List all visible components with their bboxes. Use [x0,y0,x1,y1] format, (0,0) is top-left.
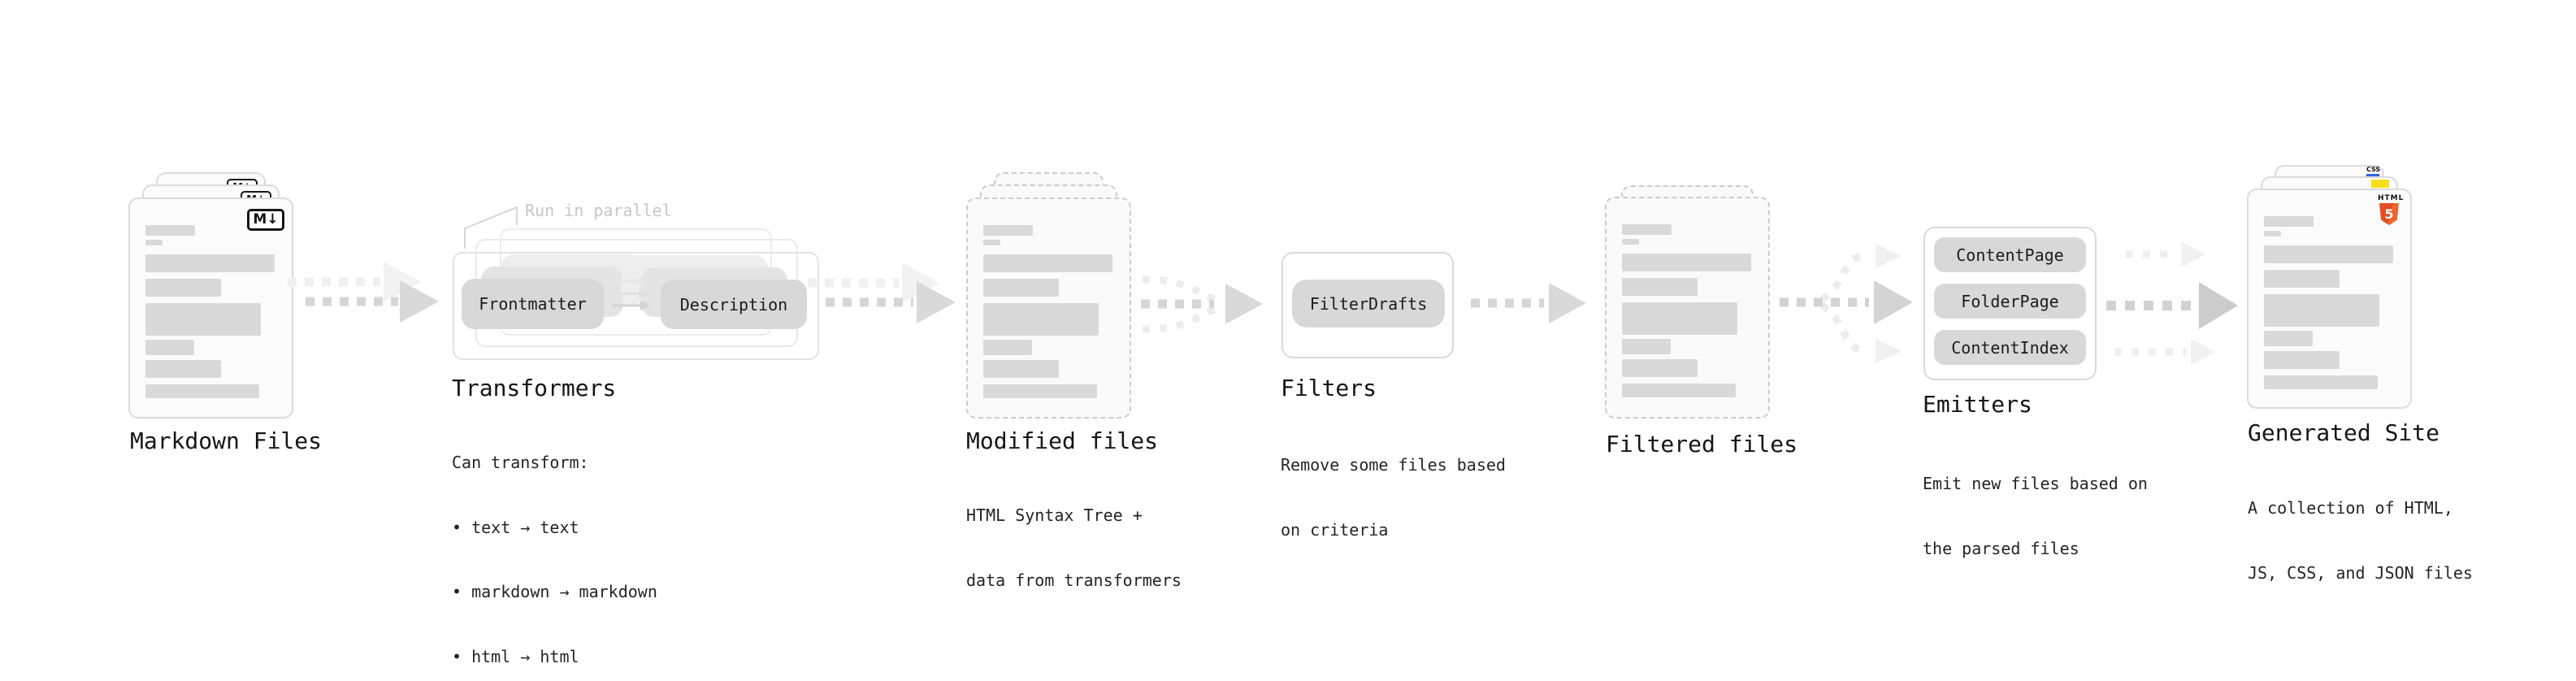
stage-title-transformers: Transformers [452,375,617,401]
skeleton-line [1622,254,1752,271]
skeleton-line [2264,331,2313,346]
skeleton-line [145,340,194,355]
modified-file-card-front [966,197,1131,419]
skeleton-line [983,384,1098,398]
skeleton-line [2264,351,2340,369]
body-line: A collection of HTML, [2248,498,2453,518]
stage-title-filters: Filters [1281,375,1377,401]
skeleton-line [1622,239,1639,245]
arrow-transformers-to-modified [808,262,956,323]
skeleton-line [1622,302,1737,335]
skeleton-line [983,303,1099,336]
body-line: Emit new files based on [1923,474,2148,493]
body-line: Can transform: [452,453,589,472]
skeleton-line [2264,375,2379,389]
generated-file-card-front: HTML 5 [2247,189,2412,409]
skeleton-line [145,360,222,378]
skeleton-line [983,279,1060,297]
arrow-filtered-to-emitters [1780,244,1913,363]
skeleton-line [2264,270,2340,288]
filters-panel: FilterDrafts [1281,252,1454,358]
stage-title-generated-site: Generated Site [2248,419,2440,446]
filtered-file-card-front [1605,197,1770,419]
body-line: the parsed files [1923,538,2079,558]
skeleton-line [983,240,1000,245]
file-content-skeleton [130,199,292,398]
skeleton-line [1622,384,1737,397]
contentindex-pill: ContentIndex [1934,330,2086,365]
body-line: JS, CSS, and JSON files [2248,562,2473,583]
javascript-icon [2371,180,2389,188]
stage-title-emitters: Emitters [1923,391,2032,418]
markdown-file-card-front: M↓ [128,197,293,419]
body-line: HTML Syntax Tree + [966,505,1143,525]
skeleton-line [1622,224,1672,235]
skeleton-line [2264,245,2394,263]
stage-body-transformers: Can transform: • text → text • markdown … [452,409,657,681]
arrow-modified-to-filters [1141,275,1263,333]
markdown-icon: M↓ [247,209,284,231]
file-content-skeleton [968,199,1130,398]
body-line: Remove some files based [1281,455,1506,475]
contentpage-pill: ContentPage [1934,237,2086,272]
css-icon: CSS [2366,166,2381,176]
skeleton-line [145,384,260,398]
arrow-emitters-to-generated [2106,241,2238,365]
body-line: • text → text [452,517,579,537]
description-pill: Description [661,280,807,329]
skeleton-line [1622,359,1698,377]
stage-title-markdown-files: Markdown Files [130,427,323,454]
skeleton-line [983,254,1113,272]
skeleton-line [145,225,196,236]
stage-body-modified-files: HTML Syntax Tree + data from transformer… [966,462,1182,634]
emitters-panel: ContentPage FolderPage ContentIndex [1923,227,2097,380]
file-content-skeleton [1607,198,1768,397]
skeleton-line [145,254,275,272]
stage-title-filtered-files: Filtered files [1606,431,1798,458]
filterdrafts-pill: FilterDrafts [1292,280,1445,327]
run-in-parallel-note: Run in parallel [525,201,672,220]
css-icon-bar [2366,174,2379,176]
skeleton-line [145,240,163,245]
skeleton-line [983,340,1032,355]
body-line: data from transformers [966,570,1182,590]
frontmatter-pill: Frontmatter [462,279,604,329]
css-icon-label: CSS [2366,166,2381,173]
skeleton-line [2264,231,2281,236]
transformers-box-front [453,252,819,360]
skeleton-line [983,360,1060,378]
stage-body-emitters: Emit new files based on the parsed files [1923,430,2148,602]
html5-icon-label: HTML [2378,194,2405,202]
html5-icon-shield: 5 [2379,203,2399,225]
stage-body-generated-site: A collection of HTML, JS, CSS, and JSON … [2248,454,2473,627]
arrow-markdown-to-transformers [288,262,439,323]
skeleton-line [145,303,261,336]
body-line: • markdown → markdown [452,582,657,601]
stage-title-modified-files: Modified files [966,427,1159,454]
skeleton-line [1622,339,1671,354]
skeleton-line [145,279,222,297]
skeleton-line [1622,278,1698,296]
skeleton-line [2264,216,2314,227]
stage-body-filters: Remove some files based on criteria [1281,411,1506,583]
html5-icon: HTML 5 [2378,194,2405,225]
file-content-skeleton [2249,190,2410,389]
folderpage-pill: FolderPage [1934,284,2086,319]
body-line: on criteria [1281,519,1389,540]
skeleton-line [983,225,1034,236]
skeleton-line [2264,294,2379,327]
arrow-filters-to-filtered [1471,283,1586,323]
body-line: • html → html [452,646,579,666]
